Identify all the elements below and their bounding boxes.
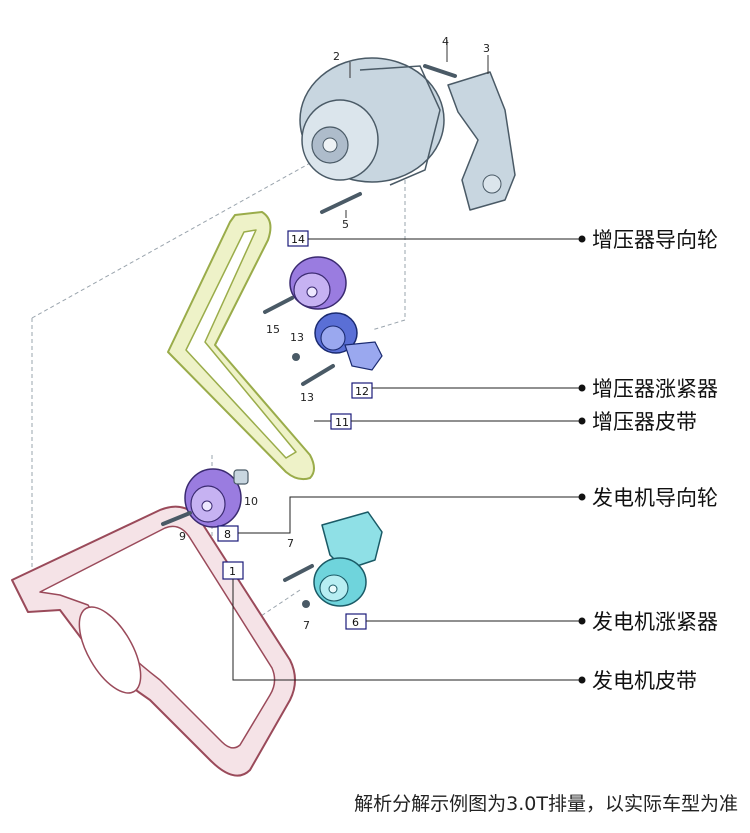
diagram-caption: 解析分解示例图为3.0T排量，以实际车型为准 xyxy=(354,793,738,815)
alternator xyxy=(299,57,445,186)
alternator-bolt xyxy=(320,192,362,218)
part-number-generator-tensioner: 6 xyxy=(352,616,359,629)
part-number-supercharger-tensioner-nut: 13 xyxy=(290,331,304,344)
part-number-bracket-bolt: 4 xyxy=(442,35,449,48)
part-number-alternator-bolt: 5 xyxy=(342,218,349,231)
generator-belt xyxy=(11,505,296,777)
callout-dot-generator-idler xyxy=(578,493,586,501)
callout-supercharger-idler: 增压器导向轮 xyxy=(592,228,718,252)
part-number-supercharger-belt: 11 xyxy=(335,416,349,429)
supercharger-belt xyxy=(167,211,315,481)
callout-dot-generator-belt xyxy=(578,676,586,684)
part-number-supercharger-idler: 14 xyxy=(291,233,305,246)
part-box-supercharger-tensioner xyxy=(351,382,373,399)
supercharger-idler-bolt xyxy=(263,296,294,314)
generator-idler-cap xyxy=(233,469,249,485)
callout-generator-tensioner: 发电机涨紧器 xyxy=(592,610,718,634)
callout-dot-supercharger-idler xyxy=(578,235,586,243)
part-number-bracket: 3 xyxy=(483,42,490,55)
part-number-generator-tensioner-bolt: 7 xyxy=(287,537,294,550)
callout-dot-supercharger-belt xyxy=(578,417,586,425)
supercharger-tensioner-nut xyxy=(292,353,300,361)
part-number-generator-idler: 8 xyxy=(224,528,231,541)
leader-generator-belt xyxy=(232,579,580,681)
mounting-bracket xyxy=(447,55,516,211)
leader-generator-idler xyxy=(238,496,580,534)
part-number-alternator: 2 xyxy=(333,50,340,63)
generator-tensioner-nut xyxy=(302,600,310,608)
callout-generator-idler: 发电机导向轮 xyxy=(592,486,718,510)
generator-tensioner-bolt xyxy=(283,564,314,582)
supercharger-idler-pulley xyxy=(289,256,347,310)
part-number-supercharger-tensioner-bolt: 13 xyxy=(300,391,314,404)
bracket-bolt xyxy=(423,40,457,78)
part-number-supercharger-idler-bolt: 15 xyxy=(266,323,280,336)
part-number-generator-idler-bolt: 9 xyxy=(179,530,186,543)
generator-tensioner xyxy=(313,511,383,607)
callout-dot-supercharger-tensioner xyxy=(578,384,586,392)
callout-supercharger-belt: 增压器皮带 xyxy=(592,410,697,434)
part-number-supercharger-tensioner: 12 xyxy=(355,385,369,398)
callout-generator-belt: 发电机皮带 xyxy=(592,669,697,693)
supercharger-tensioner-bolt xyxy=(301,364,335,386)
callout-supercharger-tensioner: 增压器涨紧器 xyxy=(592,377,718,401)
part-number-generator-belt: 1 xyxy=(229,565,236,578)
supercharger-tensioner xyxy=(314,312,383,371)
part-number-generator-tensioner-nut: 7 xyxy=(303,619,310,632)
generator-idler-pulley xyxy=(184,468,242,528)
callout-dot-generator-tensioner xyxy=(578,617,586,625)
generator-idler-bolt xyxy=(161,511,192,526)
part-number-generator-idler-cap: 10 xyxy=(244,495,258,508)
